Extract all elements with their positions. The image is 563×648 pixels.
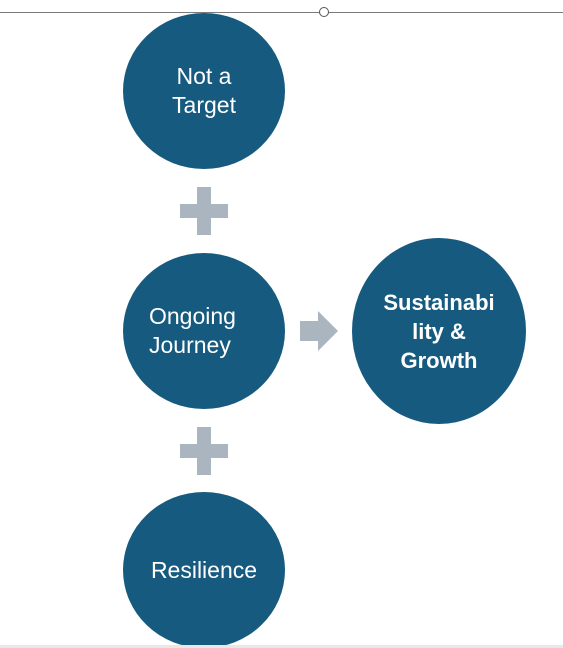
node-not-a-target-label: Not a Target bbox=[172, 63, 236, 118]
node-resilience-label: Resilience bbox=[150, 556, 258, 583]
node-sustainability-growth-label: Sustainabi lity & Growth bbox=[383, 289, 495, 373]
resize-handle-top[interactable] bbox=[319, 7, 329, 17]
selection-border-line bbox=[0, 12, 563, 13]
plus-icon bbox=[180, 427, 228, 475]
node-resilience[interactable]: Resilience bbox=[123, 492, 285, 648]
scroll-area-edge bbox=[0, 645, 563, 648]
arrow-right-icon bbox=[300, 311, 338, 351]
node-ongoing-journey-label: Ongoing Journey bbox=[149, 303, 236, 358]
node-ongoing-journey[interactable]: Ongoing Journey bbox=[123, 253, 285, 409]
plus-icon bbox=[180, 187, 228, 235]
node-not-a-target[interactable]: Not a Target bbox=[123, 13, 285, 169]
node-sustainability-growth[interactable]: Sustainabi lity & Growth bbox=[352, 238, 526, 424]
